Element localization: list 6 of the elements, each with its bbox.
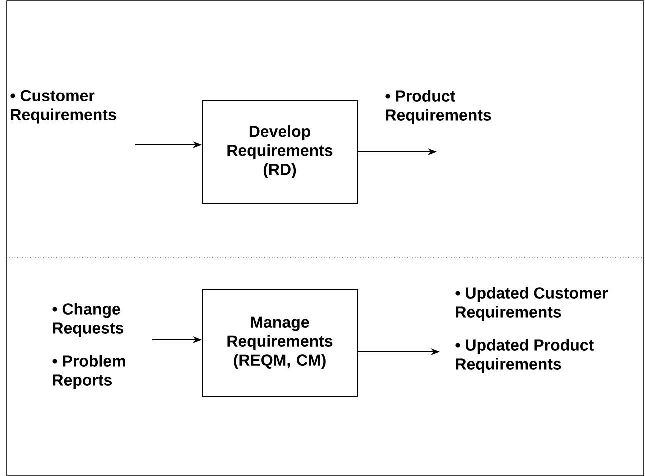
text-label: • Product Requirements xyxy=(386,90,492,124)
process-box: Develop Requirements (RD) xyxy=(202,100,358,204)
process-box: Manage Requirements (REQM, CM) xyxy=(202,289,358,397)
text-label: • Change Requests • Problem Reports xyxy=(52,303,126,390)
text-label: • Customer Requirements xyxy=(10,90,116,124)
text-label: • Updated Customer Requirements • Updated Product Requirements xyxy=(456,287,608,374)
